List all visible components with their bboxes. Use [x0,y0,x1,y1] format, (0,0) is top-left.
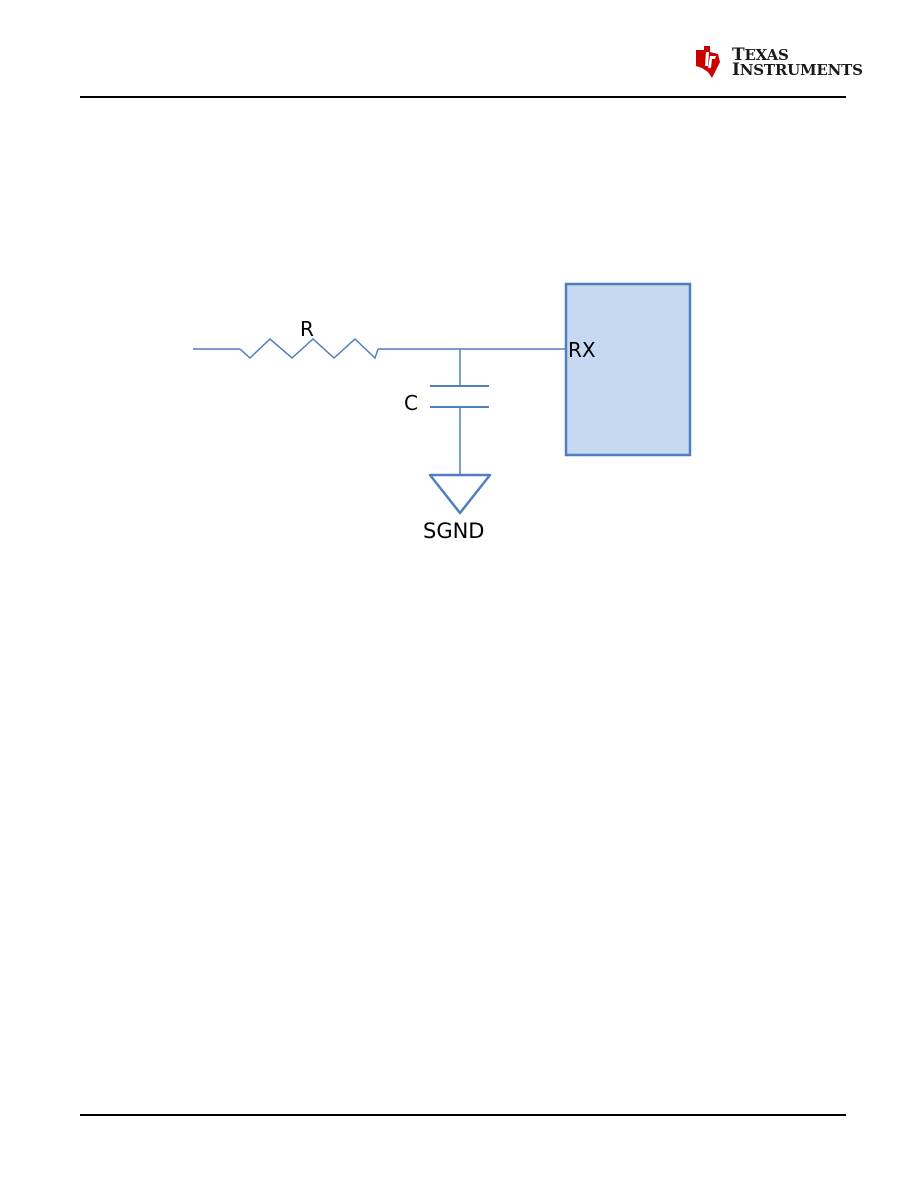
footer-rule [80,1114,846,1116]
ti-logo-line2: INSTRUMENTS [732,60,863,80]
rx-block [564,282,692,457]
resistor-label: R [300,317,314,341]
header-rule [80,96,846,98]
rx-pin-label: RX [568,338,596,362]
ti-logo-icon [696,46,720,78]
capacitor-label: C [404,391,418,415]
ground-symbol [428,473,492,515]
resistor-symbol [239,337,379,360]
ground-label: SGND [423,519,484,543]
ti-logo-line1: TEXAS [732,45,789,65]
ti-logo-wordmark: TEXAS INSTRUMENTS [732,45,863,80]
ti-logo: TEXAS INSTRUMENTS [690,42,863,82]
